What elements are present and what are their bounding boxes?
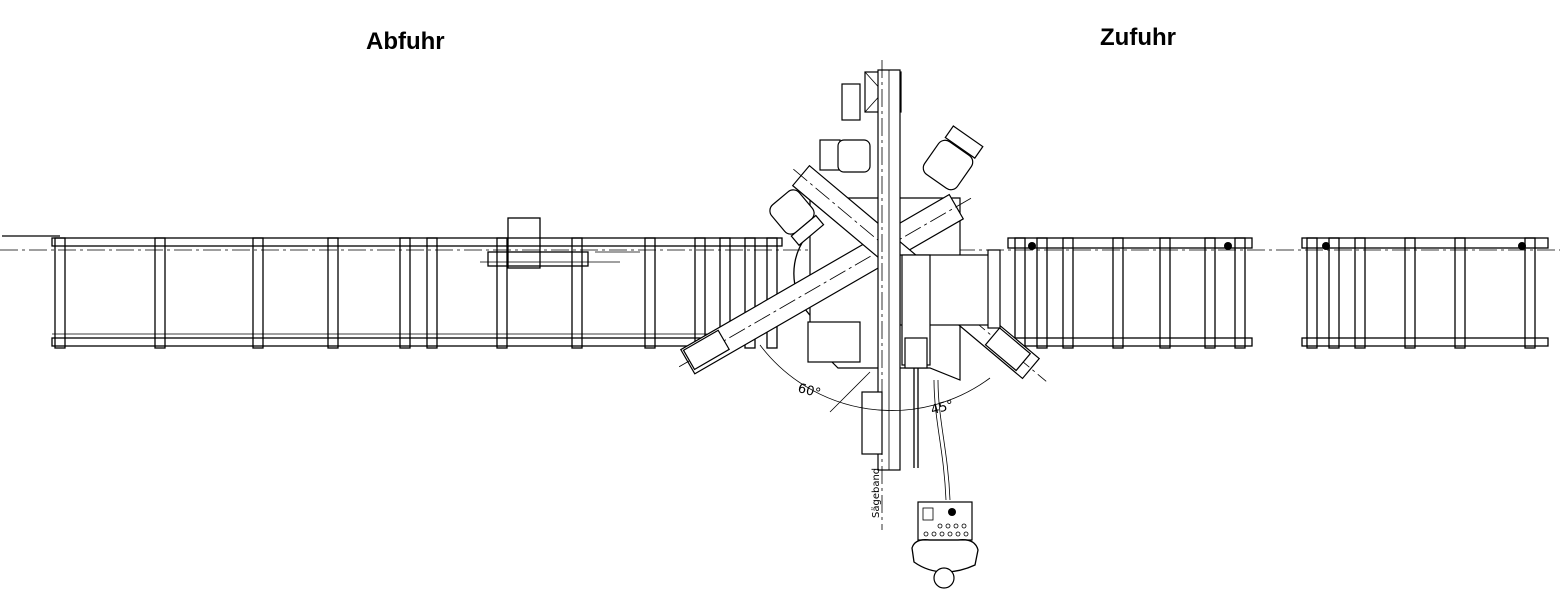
infeed-title: Zufuhr: [1100, 24, 1176, 51]
control-panel: [917, 501, 973, 541]
conveyor-roller: [1159, 237, 1171, 349]
conveyor-roller: [644, 237, 656, 349]
conveyor-roller: [1524, 237, 1536, 349]
infeed-conveyor-2: [1301, 237, 1549, 349]
conveyor-roller: [1036, 237, 1048, 349]
angle-60-label: 60°: [796, 381, 822, 401]
conveyor-roller: [1062, 237, 1074, 349]
panel-knob: [961, 523, 967, 529]
operator-figure: [911, 539, 979, 589]
panel-knob: [937, 523, 943, 529]
outfeed-title: Abfuhr: [366, 28, 445, 55]
panel-knob: [955, 531, 961, 537]
panel-knob: [931, 531, 937, 537]
panel-knob: [939, 531, 945, 537]
conveyor-roller: [1306, 237, 1318, 349]
conveyor-roller: [694, 237, 706, 349]
conveyor-roller: [1328, 237, 1340, 349]
conveyor-roller: [1112, 237, 1124, 349]
angle-arc: [759, 344, 991, 411]
panel-knob: [953, 523, 959, 529]
conveyor-roller: [1234, 237, 1246, 349]
panel-knob: [963, 531, 969, 537]
conveyor-roller: [766, 237, 778, 349]
conveyor-roller: [571, 237, 583, 349]
angle-45-label: 45°: [929, 398, 955, 418]
conveyor-roller: [54, 237, 66, 349]
conveyor-roller: [1014, 237, 1026, 349]
infeed-conveyor-1: [1007, 237, 1253, 349]
conveyor-roller: [154, 237, 166, 349]
band-saw-machine: [678, 60, 1047, 530]
panel-knob: [947, 531, 953, 537]
conveyor-roller: [496, 237, 508, 349]
conveyor-roller: [1354, 237, 1366, 349]
panel-knob: [945, 523, 951, 529]
conveyor-roller: [1454, 237, 1466, 349]
conveyor-roller: [327, 237, 339, 349]
outfeed-conveyor: [51, 217, 783, 349]
panel-knob: [923, 531, 929, 537]
conveyor-roller: [1404, 237, 1416, 349]
saw-band-label: Sägeband: [871, 468, 882, 518]
conveyor-roller: [426, 237, 438, 349]
conveyor-roller: [252, 237, 264, 349]
conveyor-roller: [744, 237, 756, 349]
conveyor-roller: [1204, 237, 1216, 349]
conveyor-roller: [399, 237, 411, 349]
